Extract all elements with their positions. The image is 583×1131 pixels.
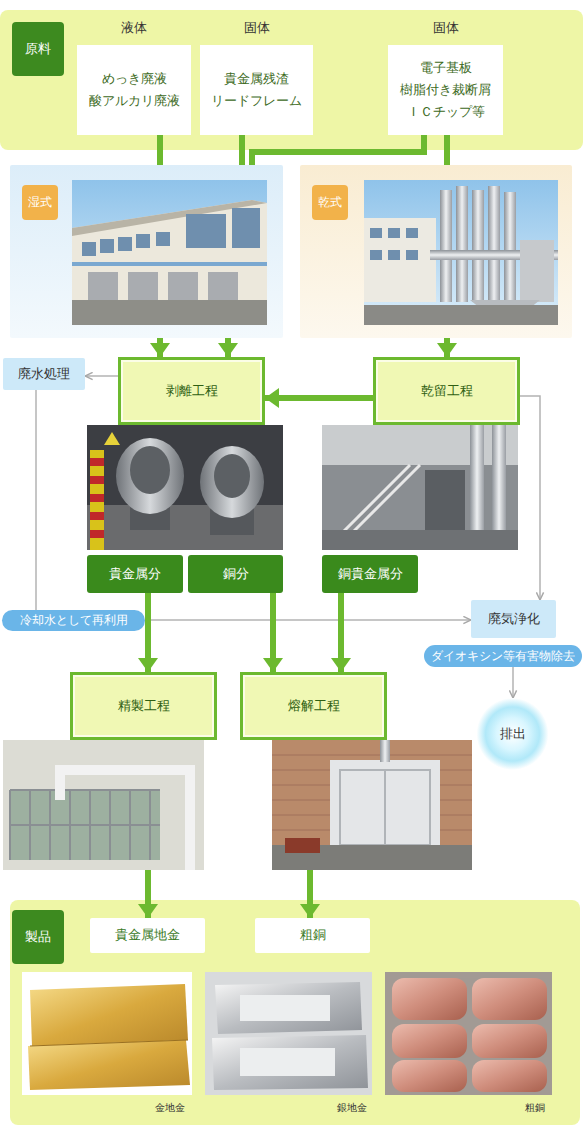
node-text: 廃水処理 — [18, 366, 70, 382]
node-text: 銅分 — [223, 566, 249, 583]
glow-circle — [477, 698, 549, 770]
source-box: 液体めっき廃液 酸アルカリ廃液 — [77, 45, 191, 135]
node-text: 熔解工程 — [288, 698, 340, 715]
node-text: 剥離工程 — [166, 383, 218, 400]
box-heading: 液体 — [77, 20, 191, 36]
note-pill: 冷却水として再利用 — [2, 610, 145, 631]
box-text: 電子基板 樹脂付き裁断屑 ＩＣチップ等 — [388, 57, 503, 123]
material-flow-arrow — [157, 135, 163, 165]
method-tag: 湿式 — [22, 185, 58, 220]
box-heading: 固体 — [388, 20, 503, 36]
melting-furnace-photo — [272, 740, 472, 870]
product-box: 粗銅 — [255, 918, 370, 953]
node-text: 冷却水として再利用 — [20, 613, 128, 628]
process-panel: 乾式 — [300, 165, 572, 338]
waste-flow-line — [520, 396, 540, 600]
node-text: 貴金属地金 — [115, 927, 180, 944]
node-text: 貴金属分 — [109, 566, 161, 583]
node-text: 廃気浄化 — [488, 611, 540, 627]
waste-flow-line — [145, 619, 471, 621]
box-text: 貴金属残渣 リードフレーム — [200, 68, 313, 112]
note-pill: ダイオキシン等有害物除去 — [424, 645, 582, 667]
gold-ingot-photo — [22, 972, 192, 1095]
waste-flow-line — [512, 667, 514, 698]
band-heading: 製品 — [12, 910, 64, 964]
material-flow-arrow — [225, 338, 231, 357]
node-text: 乾留工程 — [421, 383, 473, 400]
material-flow-arrow — [338, 593, 344, 672]
wet-plant-photo — [72, 180, 267, 325]
output-tag: 貴金属分 — [87, 555, 183, 593]
dry-plant-photo — [364, 180, 558, 325]
material-flow-arrow — [307, 740, 313, 918]
discharge-circle: 排出 — [475, 698, 550, 770]
treatment-box: 廃水処理 — [3, 358, 85, 390]
refining-tank-photo — [3, 740, 204, 870]
waste-flow-line — [85, 375, 118, 377]
process-box: 熔解工程 — [240, 672, 387, 740]
treatment-box: 廃気浄化 — [471, 600, 556, 638]
box-heading: 固体 — [200, 20, 313, 36]
silver-ingot-photo — [205, 972, 372, 1095]
node-text: 銅貴金属分 — [338, 566, 403, 583]
material-flow-arrow — [252, 135, 424, 165]
node-text: 排出 — [500, 726, 526, 742]
material-flow-arrow — [444, 135, 450, 165]
node-text: 粗銅 — [300, 927, 326, 944]
material-flow-arrow — [157, 338, 163, 357]
material-flow-arrow — [239, 135, 245, 165]
band-heading: 原料 — [12, 22, 64, 76]
node-text: 精製工程 — [118, 698, 170, 715]
material-flow-arrow — [265, 395, 373, 401]
method-tag: 乾式 — [312, 185, 348, 220]
source-box: 固体電子基板 樹脂付き裁断屑 ＩＣチップ等 — [388, 45, 503, 135]
process-box: 剥離工程 — [118, 357, 265, 425]
flow-band: 液体めっき廃液 酸アルカリ廃液固体貴金属残渣 リードフレーム固体電子基板 樹脂付… — [0, 10, 583, 150]
material-flow-arrow — [145, 593, 151, 672]
source-box: 固体貴金属残渣 リードフレーム — [200, 45, 313, 135]
copper-bag-photo — [385, 972, 552, 1095]
stripping-machine-photo — [87, 425, 283, 550]
material-flow-arrow — [145, 740, 151, 918]
process-box: 乾留工程 — [373, 357, 520, 425]
product-box: 貴金属地金 — [90, 918, 205, 953]
material-flow-arrow — [444, 338, 450, 357]
process-panel: 湿式 — [10, 165, 283, 338]
process-box: 精製工程 — [70, 672, 217, 740]
material-flow-arrow — [270, 593, 276, 672]
output-tag: 銅分 — [188, 555, 283, 593]
carbonization-plant-photo — [322, 425, 518, 550]
flow-band: 貴金属地金 粗銅 製品 — [10, 900, 580, 1125]
node-text: ダイオキシン等有害物除去 — [431, 649, 575, 664]
box-text: めっき廃液 酸アルカリ廃液 — [77, 68, 191, 112]
waste-flow-line — [35, 390, 37, 610]
output-tag: 銅貴金属分 — [322, 555, 418, 593]
